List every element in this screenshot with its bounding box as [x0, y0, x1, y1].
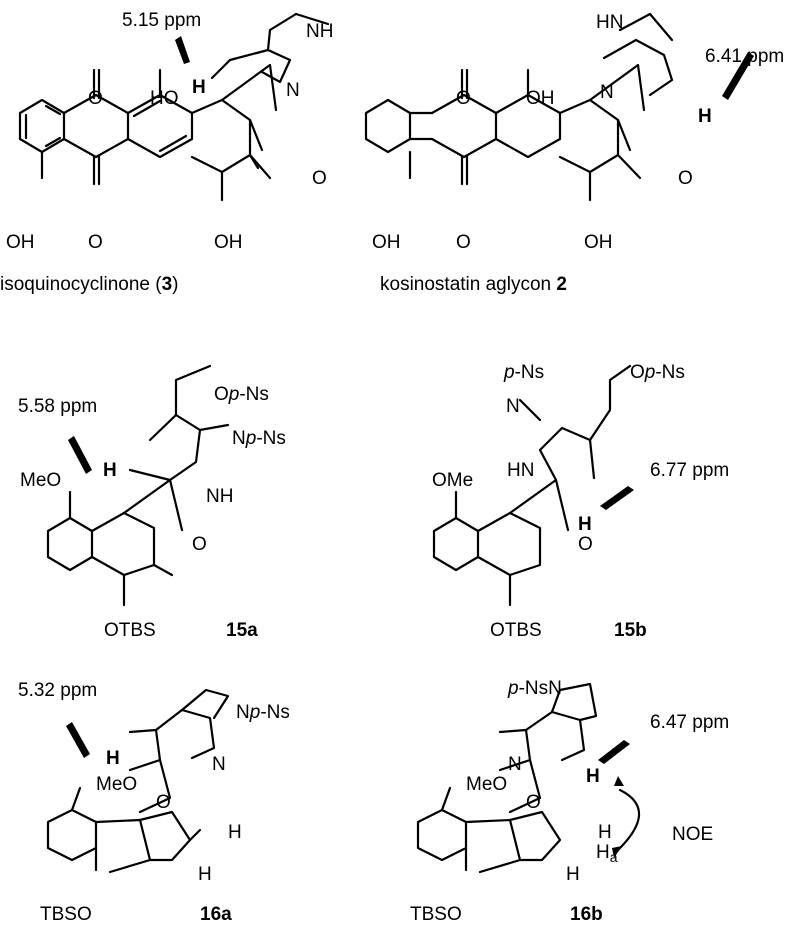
label-nnps-16a: Np-Ns — [236, 702, 290, 723]
label-o-16a: O — [156, 792, 171, 813]
number-16a: 16a — [200, 904, 232, 925]
shift-15b: 6.77 ppm — [650, 460, 729, 481]
label-h-15b: H — [578, 514, 592, 535]
label-tbso-16a: TBSO — [40, 904, 92, 925]
compound-15a — [46, 364, 230, 607]
label-n-2: N — [600, 82, 614, 103]
label-nnps-15b: p-Ns — [503, 362, 544, 383]
label-nh-15a: NH — [206, 486, 233, 507]
label-o-bot-2: O — [456, 232, 471, 253]
shift-16b: 6.47 ppm — [650, 712, 729, 733]
label-o-15b: O — [578, 534, 593, 555]
label-hn-15b: HN — [507, 460, 534, 481]
label-o-bridge-3: O — [312, 168, 327, 189]
shift-3: 5.15 ppm — [122, 10, 201, 31]
number-15b: 15b — [614, 620, 647, 641]
label-otbs-15a: OTBS — [104, 620, 156, 641]
label-h2-16b: H — [566, 864, 580, 885]
label-ome-15b: OMe — [432, 470, 473, 491]
label-meo-16a: MeO — [96, 774, 137, 795]
caption-2: kosinostatin aglycon 2 — [380, 274, 567, 295]
caption-3: isoquinocyclinone (3) — [0, 274, 179, 295]
number-15a: 15a — [226, 620, 258, 641]
label-o-top-3: O — [88, 88, 103, 109]
label-n-15b: N — [506, 396, 520, 417]
label-oh-d-2: OH — [584, 232, 613, 253]
compound-16a — [46, 688, 230, 874]
label-h1-16b: H — [598, 822, 612, 843]
label-h-3: H — [192, 77, 206, 98]
label-h-16a: H — [106, 748, 120, 769]
label-oh-a-3: OH — [6, 232, 35, 253]
label-o-bot-3: O — [88, 232, 103, 253]
label-npsn-16b: p-NsN — [507, 678, 562, 699]
label-o-bridge-2: O — [678, 168, 693, 189]
label-nnps-15a: Np-Ns — [232, 428, 286, 449]
label-o-15a: O — [192, 534, 207, 555]
compound-2 — [364, 12, 754, 202]
label-n-16b: N — [508, 754, 522, 775]
label-n-3: N — [286, 80, 300, 101]
label-tbso-16b: TBSO — [410, 904, 462, 925]
label-h-16b: H — [586, 766, 600, 787]
label-ho-3: HO — [150, 88, 179, 109]
label-o-top-2: O — [456, 88, 471, 109]
noe-annotation: NOE — [672, 824, 713, 845]
label-oh-top-2: OH — [526, 88, 555, 109]
label-oh-a-2: OH — [372, 232, 401, 253]
label-onps-15a: Op-Ns — [214, 384, 269, 405]
compound-15b — [432, 364, 634, 607]
label-h1-16a: H — [228, 822, 242, 843]
label-o-16b: O — [526, 792, 541, 813]
compound-3 — [18, 12, 330, 202]
compound-16b — [416, 682, 641, 874]
label-meo-16b: MeO — [466, 774, 507, 795]
label-ha-16b: Ha — [596, 842, 618, 865]
label-nh-3: NH — [306, 21, 333, 42]
shift-15a: 5.58 ppm — [18, 396, 97, 417]
label-h-15a: H — [103, 460, 117, 481]
number-16b: 16b — [570, 904, 603, 925]
label-oh-d-3: OH — [214, 232, 243, 253]
label-otbs-15b: OTBS — [490, 620, 542, 641]
label-hn-2: HN — [596, 12, 623, 33]
shift-2: 6.41 ppm — [705, 46, 784, 67]
label-h2-16a: H — [198, 864, 212, 885]
label-meo-15a: MeO — [20, 470, 61, 491]
label-onps-15b: Op-Ns — [630, 362, 685, 383]
label-n-16a: N — [212, 754, 226, 775]
label-h-2: H — [698, 106, 712, 127]
shift-16a: 5.32 ppm — [18, 680, 97, 701]
